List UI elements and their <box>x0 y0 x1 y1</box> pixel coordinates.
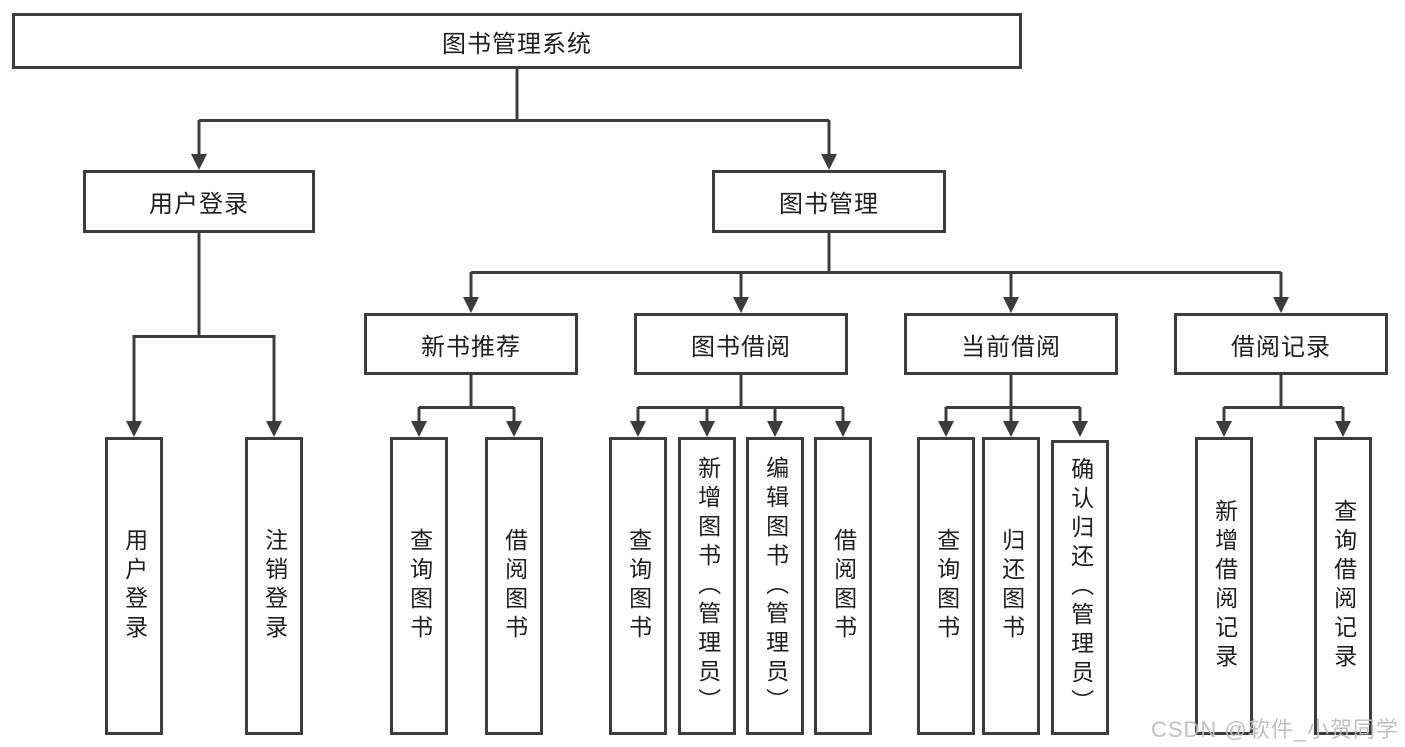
leaf-logout: 注销登录 <box>245 437 303 735</box>
arrow-down-icon <box>1003 421 1019 437</box>
connector-user-login <box>132 233 276 424</box>
arrow-down-icon <box>411 421 427 437</box>
node-root-system: 图书管理系统 <box>12 13 1022 69</box>
leaf-return-book: 归还图书 <box>982 437 1040 735</box>
leaf-borrow-books-recommend: 借阅图书 <box>485 437 543 735</box>
arrow-down-icon <box>767 421 783 437</box>
arrow-down-icon <box>1335 421 1351 437</box>
leaf-query-books-current: 查询图书 <box>917 437 975 735</box>
leaf-add-book-admin: 新增图书（管理员） <box>678 437 736 735</box>
leaf-add-borrow-record: 新增借阅记录 <box>1195 437 1253 735</box>
node-current-borrow: 当前借阅 <box>904 313 1118 375</box>
arrow-down-icon <box>630 421 646 437</box>
connector-book-management <box>469 233 1283 300</box>
connector-current-borrow <box>944 375 1082 424</box>
leaf-user-login: 用户登录 <box>105 437 163 735</box>
leaf-query-books-recommend: 查询图书 <box>390 437 448 735</box>
node-book-borrow: 图书借阅 <box>634 313 848 375</box>
arrow-down-icon <box>1216 421 1232 437</box>
connector-borrow-records <box>1222 375 1345 424</box>
node-borrow-records: 借阅记录 <box>1174 313 1388 375</box>
arrow-down-icon <box>938 421 954 437</box>
arrow-down-icon <box>733 297 749 313</box>
arrow-down-icon <box>835 421 851 437</box>
arrow-down-icon <box>266 421 282 437</box>
arrow-down-icon <box>191 154 207 170</box>
leaf-query-borrow-record: 查询借阅记录 <box>1314 437 1372 735</box>
connector-root <box>197 68 831 157</box>
arrow-down-icon <box>126 421 142 437</box>
connector-book-borrow <box>636 375 845 424</box>
node-user-login: 用户登录 <box>83 170 315 233</box>
leaf-confirm-return-admin: 确认归还（管理员） <box>1051 440 1109 735</box>
leaf-edit-book-admin: 编辑图书（管理员） <box>746 437 804 735</box>
csdn-watermark: CSDN @软件_小贺同学 <box>1150 717 1399 742</box>
node-new-book-recommend: 新书推荐 <box>364 313 578 375</box>
leaf-query-books-borrow: 查询图书 <box>609 437 667 735</box>
arrow-down-icon <box>1003 297 1019 313</box>
node-book-management: 图书管理 <box>712 170 946 233</box>
arrow-down-icon <box>1273 297 1289 313</box>
arrow-down-icon <box>821 154 837 170</box>
connector-new-book-recommend <box>417 375 516 424</box>
arrow-down-icon <box>1072 421 1088 437</box>
arrow-down-icon <box>463 297 479 313</box>
arrow-down-icon <box>506 421 522 437</box>
arrow-down-icon <box>699 421 715 437</box>
leaf-borrow-books: 借阅图书 <box>814 437 872 735</box>
arrowheads <box>126 154 1351 437</box>
